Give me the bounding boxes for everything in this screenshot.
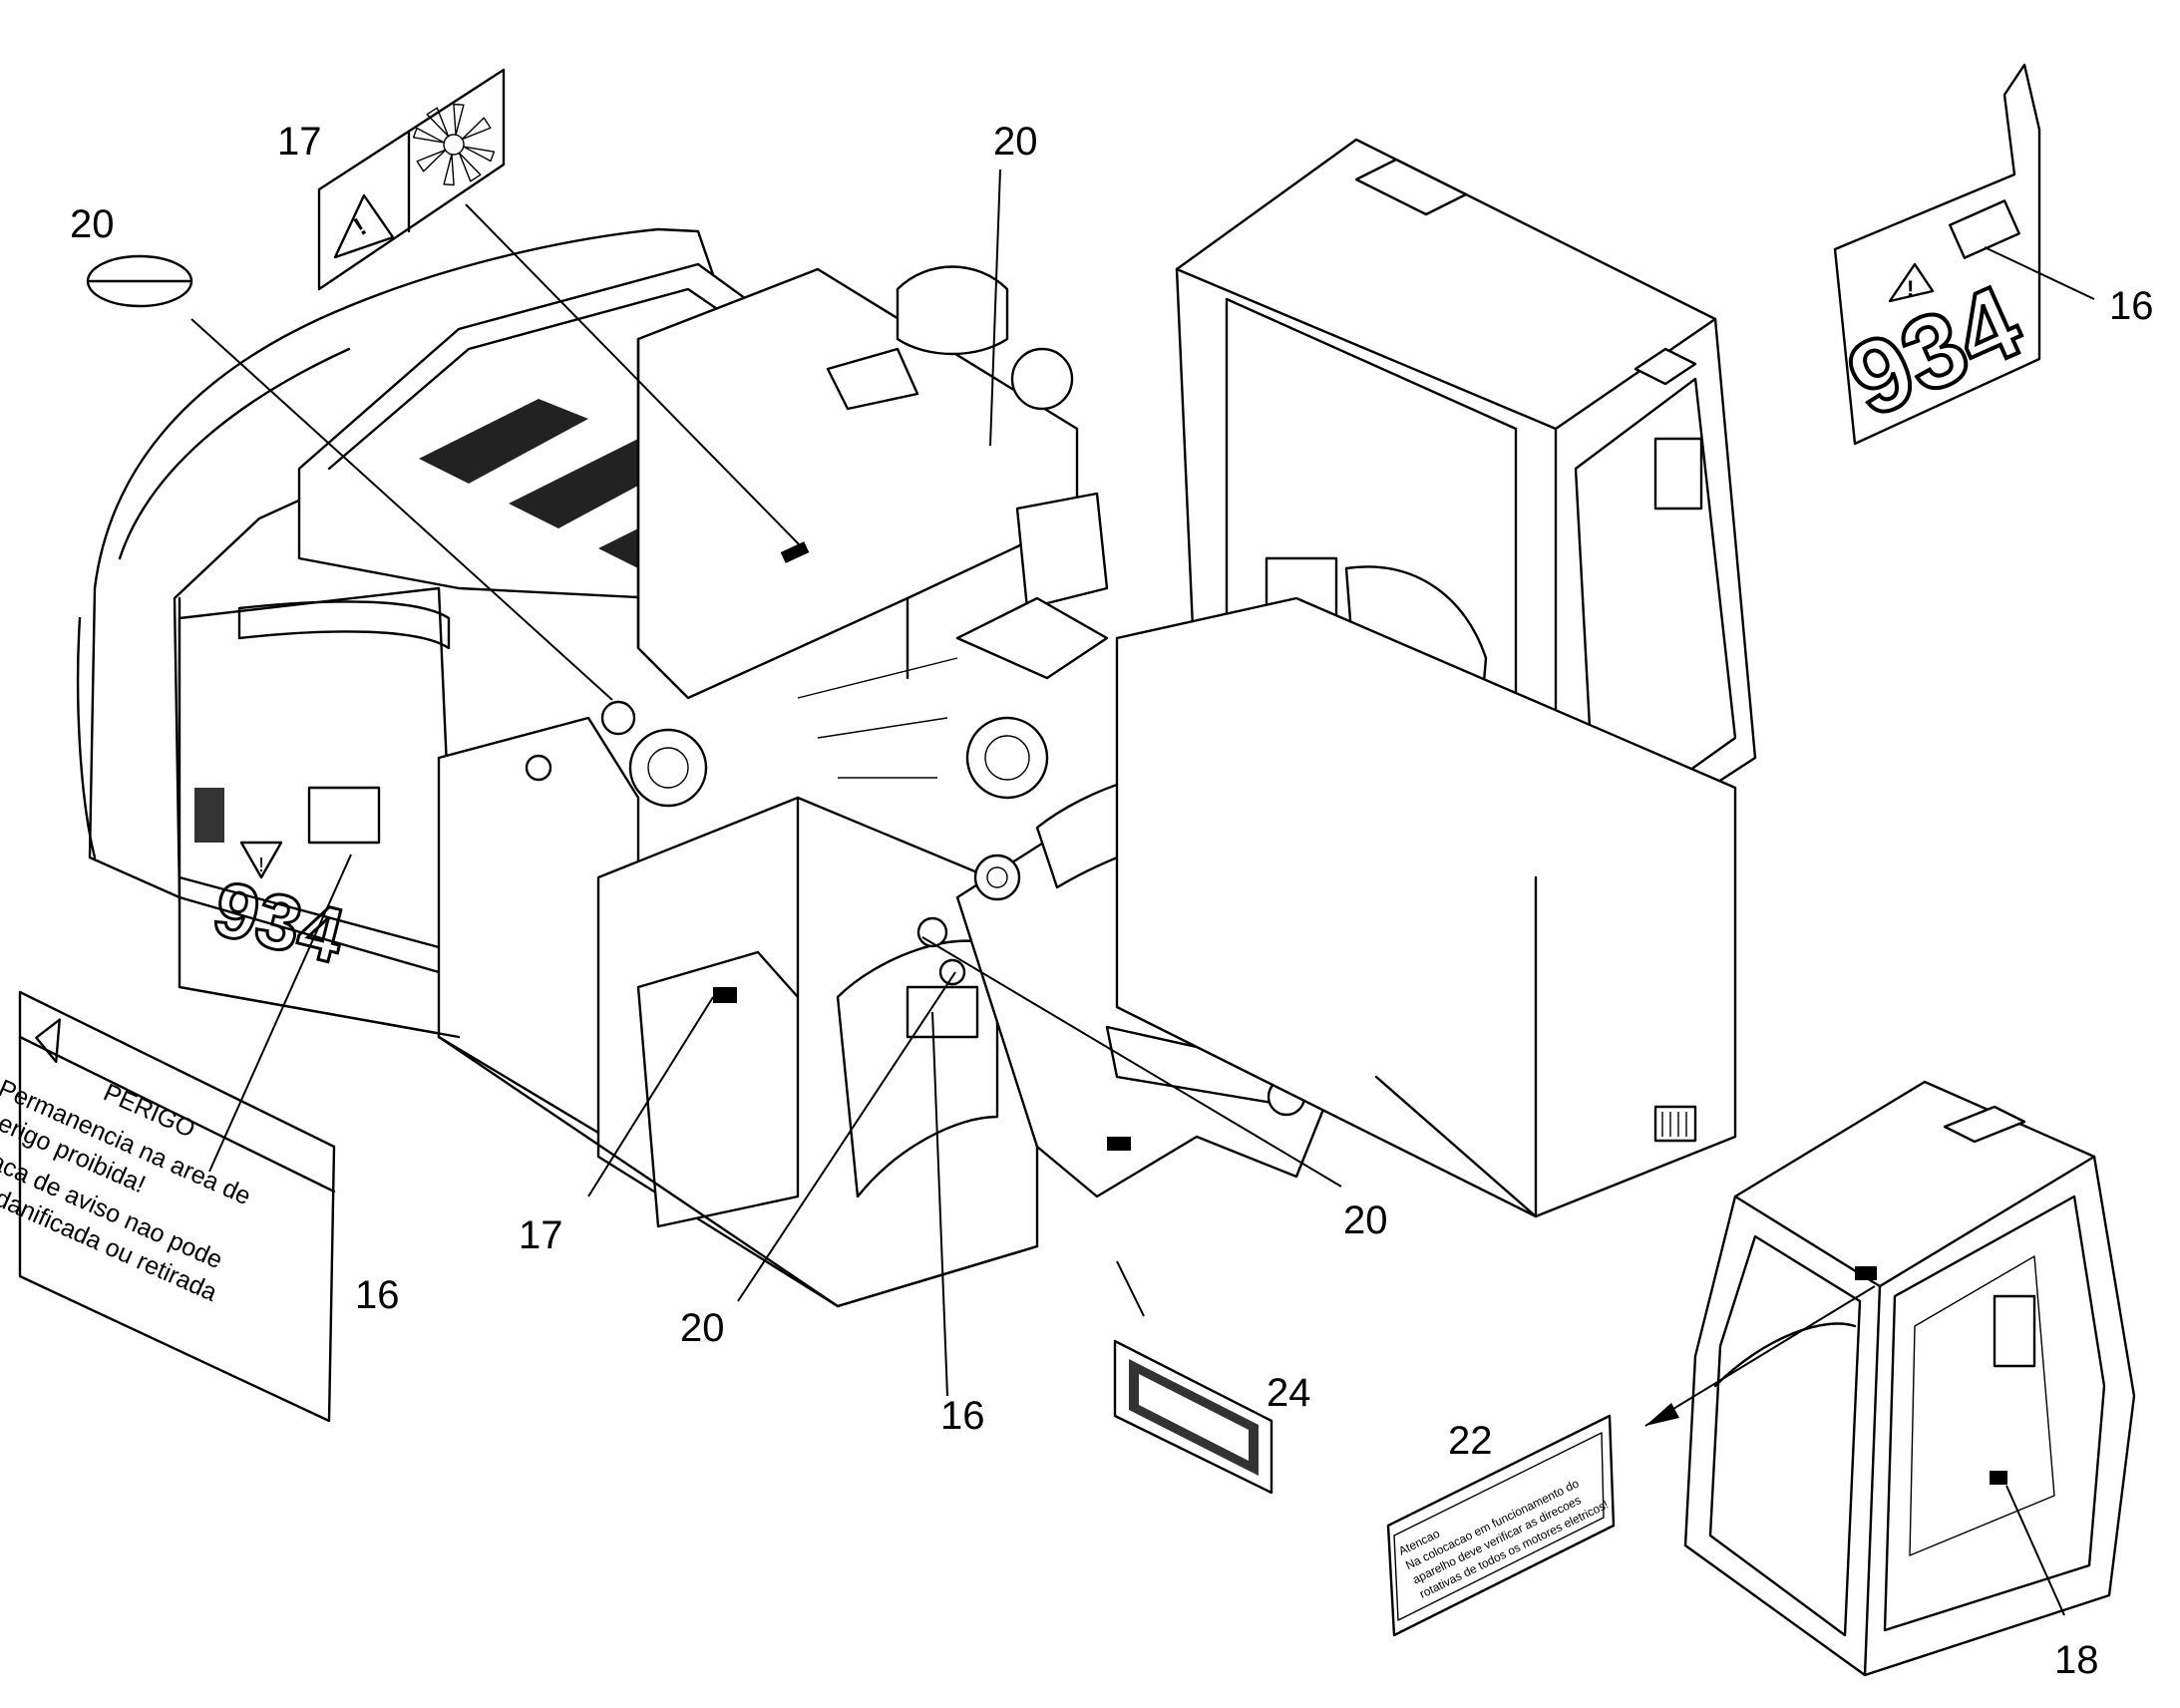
operator-cab-detail (1683, 1080, 2136, 1677)
svg-text:!: ! (1907, 276, 1914, 301)
callout-20-bottom-left: 20 (680, 1306, 725, 1350)
decal-fan-warning: ! (317, 68, 506, 291)
callout-22: 22 (1448, 1419, 1493, 1463)
callout-16-bottom: 16 (940, 1394, 985, 1438)
callout-20-right: 20 (1343, 1198, 1388, 1242)
excavator-upper-structure: ! 934 (76, 227, 1338, 1308)
danger-sticker: PERIGO Permanencia na area de perigo pro… (0, 990, 336, 1423)
fan-icon (412, 103, 496, 186)
svg-text:!: ! (258, 854, 264, 876)
callout-20-topleft: 20 (70, 202, 115, 246)
callout-16-topright: 16 (2109, 284, 2154, 328)
cab-base-vent (1653, 1105, 1697, 1143)
callout-18: 18 (2054, 1638, 2099, 1682)
callout-17-top: 17 (277, 120, 322, 164)
attention-sticker: Atencao Na colocacao em funcionamento do… (1386, 1414, 1616, 1637)
callout-17-bottom: 17 (519, 1213, 563, 1257)
callout-labels: 17 20 20 16 16 17 20 16 20 24 22 18 (70, 120, 2154, 1682)
leader-lines (190, 169, 2095, 1616)
decal-model-plate: ! 934 (1830, 63, 2041, 446)
operator-cab-installed (1115, 138, 1757, 1218)
callout-20-top: 20 (993, 120, 1038, 164)
decal-vent-grille (1113, 1339, 1273, 1495)
decal-oval-plug (86, 254, 193, 308)
callout-24: 24 (1267, 1371, 1311, 1415)
callout-16-left: 16 (355, 1273, 400, 1317)
